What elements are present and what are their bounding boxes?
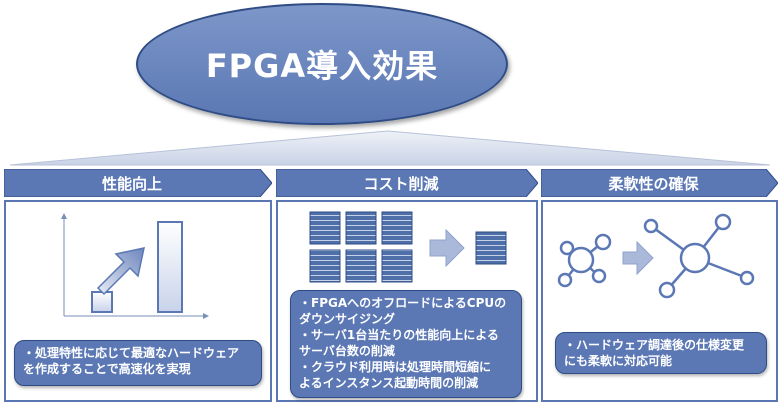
note-line: ・クラウド利用時は処理時間短縮に (299, 360, 492, 374)
note-line: ・ハードウェア調達後の仕様変更 (564, 338, 745, 352)
header-flexibility-label: 柔軟性の確保 (608, 174, 699, 193)
header-cost: コスト削減 (276, 169, 538, 197)
header-performance: 性能向上 (4, 169, 272, 197)
note-cost: ・FPGAへのオフロードによるCPUの ダウンサイジング ・サーバ1台当たりの性… (290, 290, 522, 398)
header-flexibility: 柔軟性の確保 (541, 169, 778, 197)
header-performance-label: 性能向上 (101, 174, 162, 193)
note-line: ダウンサイジング (299, 312, 396, 326)
title-triangle (9, 130, 771, 166)
server-rack-icon (309, 211, 507, 283)
panel-cost: ・FPGAへのオフロードによるCPUの ダウンサイジング ・サーバ1台当たりの性… (276, 200, 538, 402)
header-cost-label: コスト削減 (363, 174, 439, 193)
note-flexibility: ・ハードウェア調達後の仕様変更 にも柔軟に対応可能 (555, 332, 767, 374)
panel-flexibility: ・ハードウェア調達後の仕様変更 にも柔軟に対応可能 (541, 200, 778, 402)
title-ellipse (136, 3, 508, 125)
note-line: ・FPGAへのオフロードによるCPUの (299, 296, 507, 310)
note-line: にも柔軟に対応可能 (564, 354, 673, 368)
note-line: ・サーバ1台当たりの性能向上による (299, 328, 499, 342)
page-title: FPGA導入効果 (205, 47, 439, 85)
note-line: を作成することで高速化を実現 (23, 362, 191, 376)
note-line: よるインスタンス起動時間の削減 (299, 376, 479, 390)
panel-performance: ・処理特性に応じて最適なハードウェア を作成することで高速化を実現 (4, 200, 272, 402)
note-line: サーバ台数の削減 (299, 344, 395, 358)
network-nodes-icon (557, 213, 755, 299)
note-line: ・処理特性に応じて最適なハードウェア (23, 346, 240, 360)
note-performance: ・処理特性に応じて最適なハードウェア を作成することで高速化を実現 (14, 340, 262, 386)
growth-chart-icon (61, 213, 209, 319)
arrow-right-icon (622, 240, 654, 276)
